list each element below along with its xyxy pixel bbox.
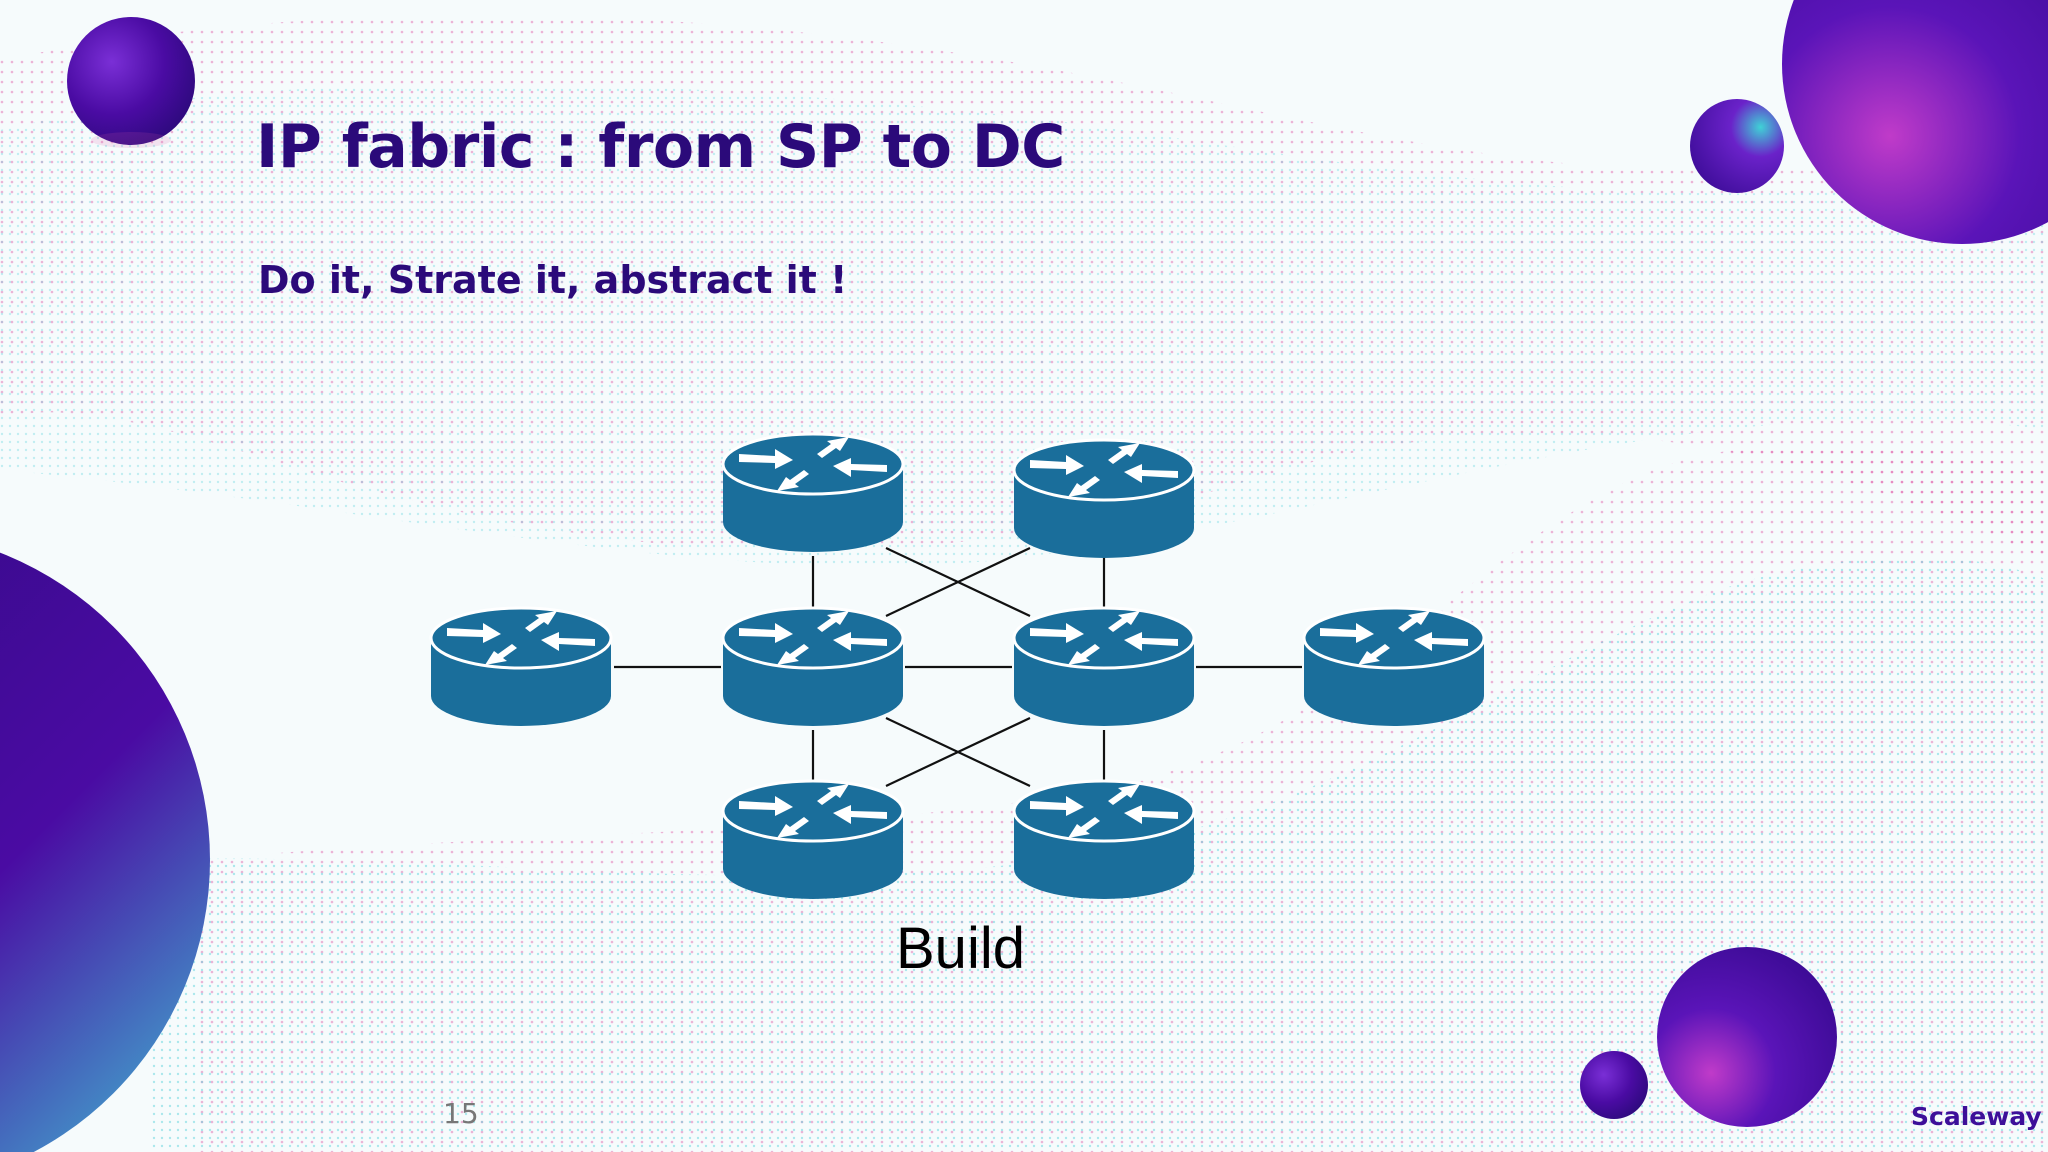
brand-logo: Scaleway bbox=[1911, 1102, 2042, 1131]
link-spine-right-core-left bbox=[885, 547, 1031, 617]
router-icon bbox=[1302, 606, 1486, 728]
diagram-caption: Build bbox=[896, 916, 1025, 981]
router-icon bbox=[1012, 606, 1196, 728]
sphere-top-right-small bbox=[1690, 99, 1784, 193]
slide-subtitle: Do it, Strate it, abstract it ! bbox=[258, 258, 848, 302]
network-links bbox=[614, 547, 1302, 787]
router-icon bbox=[1012, 438, 1196, 560]
slide-title: IP fabric : from SP to DC bbox=[256, 112, 1065, 182]
sphere-top-left bbox=[67, 17, 195, 145]
link-core-right-leaf-left bbox=[885, 717, 1031, 787]
page-number: 15 bbox=[443, 1097, 479, 1130]
router-icon bbox=[429, 606, 613, 728]
sphere-bottom-right bbox=[1657, 947, 1837, 1127]
router-icon bbox=[721, 432, 905, 554]
sphere-left-large bbox=[0, 552, 210, 1152]
sphere-top-right-large bbox=[1782, 0, 2048, 244]
router-icon bbox=[721, 779, 905, 901]
router-icon bbox=[721, 606, 905, 728]
sphere-bottom-right-small bbox=[1580, 1051, 1648, 1119]
router-icon bbox=[1012, 779, 1196, 901]
